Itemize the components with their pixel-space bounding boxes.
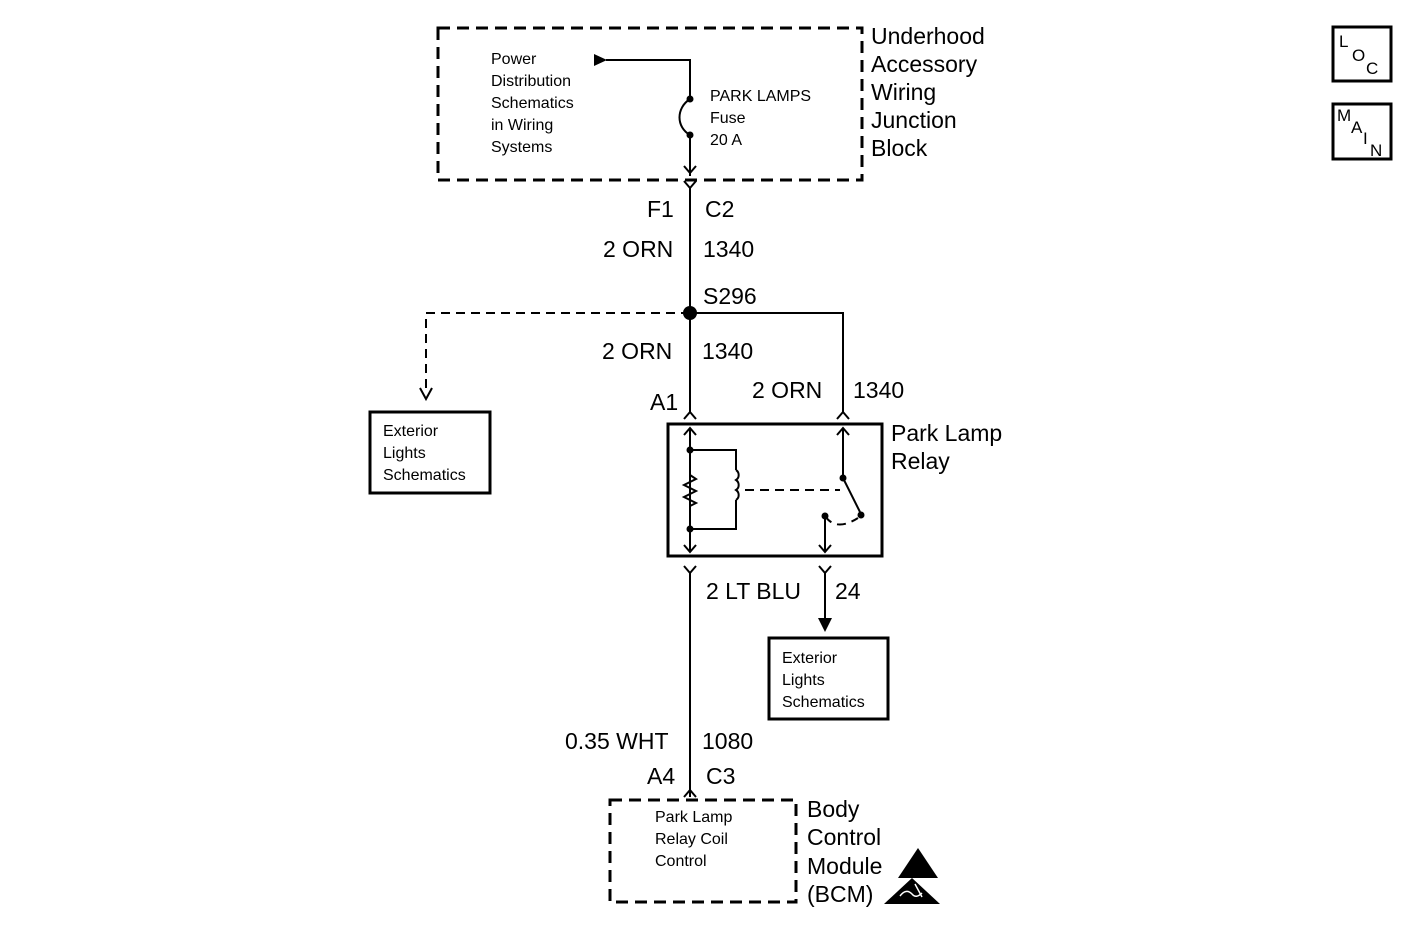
svg-text:Underhood: Underhood bbox=[871, 23, 985, 49]
coil-bottom-lead bbox=[690, 500, 737, 530]
svg-text:Accessory: Accessory bbox=[871, 51, 978, 77]
svg-text:Distribution: Distribution bbox=[491, 73, 571, 90]
svg-text:Exterior: Exterior bbox=[383, 423, 439, 440]
park-lamp-relay-box[interactable] bbox=[666, 422, 884, 558]
svg-text:Exterior: Exterior bbox=[782, 650, 838, 667]
exterior-lights-right-label[interactable]: Exterior Lights Schematics bbox=[782, 650, 865, 711]
relay-pin-a1-label: A1 bbox=[650, 389, 678, 415]
relay-switch-bottom-arrow-icon bbox=[818, 544, 832, 554]
svg-text:Schematics: Schematics bbox=[782, 694, 865, 711]
connector-bottom-icon bbox=[683, 788, 697, 798]
fuse-feed-wire bbox=[606, 59, 691, 98]
relay-coil-output-connector-icon bbox=[683, 565, 697, 575]
svg-text:Relay Coil: Relay Coil bbox=[655, 831, 728, 848]
svg-text:M: M bbox=[1337, 106, 1351, 125]
junction-block-outline bbox=[436, 26, 864, 182]
svg-text:Wiring: Wiring bbox=[871, 79, 936, 105]
park-lamp-relay-label: Park Lamp Relay bbox=[891, 420, 1002, 474]
svg-text:Block: Block bbox=[871, 135, 928, 161]
relay-switch-open-contact bbox=[857, 511, 865, 519]
loc-nav-icon[interactable]: L O C bbox=[1331, 25, 1393, 83]
svg-text:Junction: Junction bbox=[871, 107, 957, 133]
wire-right-circuit: 1340 bbox=[853, 377, 904, 403]
svg-text:Lights: Lights bbox=[383, 445, 426, 462]
relay-input-switch-connector-icon bbox=[836, 410, 850, 420]
bcm-outline[interactable] bbox=[608, 798, 798, 904]
connector-top-female-icon bbox=[683, 165, 697, 175]
wire-mid-circuit: 1340 bbox=[702, 338, 753, 364]
svg-text:(BCM): (BCM) bbox=[807, 881, 873, 907]
power-distribution-reference[interactable]: Power Distribution Schematics in Wiring … bbox=[491, 51, 574, 156]
resistor-icon bbox=[681, 474, 699, 507]
wire-output-circuit: 24 bbox=[835, 578, 861, 604]
branch-to-exterior-left bbox=[425, 312, 690, 392]
svg-text:A: A bbox=[1351, 118, 1363, 137]
connector-top-male-icon bbox=[683, 180, 697, 190]
svg-text:Schematics: Schematics bbox=[491, 95, 574, 112]
relay-coil-top-arrow-icon bbox=[683, 426, 697, 436]
relay-coil-icon bbox=[734, 469, 740, 501]
fuse-icon bbox=[678, 98, 691, 136]
svg-text:in Wiring: in Wiring bbox=[491, 117, 553, 134]
svg-text:20 A: 20 A bbox=[710, 132, 742, 149]
exterior-lights-left-label[interactable]: Exterior Lights Schematics bbox=[383, 423, 466, 484]
wire-bottom-gauge-color: 0.35 WHT bbox=[565, 728, 669, 754]
svg-text:Lights: Lights bbox=[782, 672, 825, 689]
svg-text:Body: Body bbox=[807, 796, 860, 822]
main-nav-icon[interactable]: M A I N bbox=[1331, 102, 1393, 161]
wire-right-gauge-color: 2 ORN bbox=[752, 377, 822, 403]
park-lamps-fuse-label: PARK LAMPS Fuse 20 A bbox=[710, 88, 811, 149]
coil-top-lead bbox=[690, 449, 737, 470]
svg-text:Fuse: Fuse bbox=[710, 110, 746, 127]
wire-top-circuit: 1340 bbox=[703, 236, 754, 262]
relay-switch-blade-icon bbox=[842, 477, 861, 513]
svg-text:O: O bbox=[1352, 46, 1365, 65]
svg-text:Park Lamp: Park Lamp bbox=[655, 809, 732, 826]
svg-text:I: I bbox=[1363, 129, 1368, 148]
wire-bottom-circuit: 1080 bbox=[702, 728, 753, 754]
relay-switch-travel bbox=[824, 515, 859, 526]
branch-left-arrow-icon bbox=[419, 387, 433, 402]
wire-mid-gauge-color: 2 ORN bbox=[602, 338, 672, 364]
svg-text:Control: Control bbox=[655, 853, 707, 870]
power-ref-arrow-icon bbox=[594, 54, 607, 66]
svg-text:Module: Module bbox=[807, 853, 882, 879]
connector-bottom-left-label: A4 bbox=[647, 763, 675, 789]
svg-text:Park Lamp: Park Lamp bbox=[891, 420, 1002, 446]
bcm-inner-label: Park Lamp Relay Coil Control bbox=[655, 809, 732, 870]
svg-text:N: N bbox=[1370, 141, 1382, 160]
svg-text:C: C bbox=[1366, 59, 1378, 78]
relay-coil-bottom-arrow-icon bbox=[683, 544, 697, 554]
wire-output-gauge-color: 2 LT BLU bbox=[706, 578, 801, 604]
wire-24-arrow-icon bbox=[818, 618, 832, 632]
esd-warning-icon bbox=[884, 848, 940, 904]
svg-text:Power: Power bbox=[491, 51, 537, 68]
svg-text:Control: Control bbox=[807, 824, 881, 850]
svg-text:Systems: Systems bbox=[491, 139, 552, 156]
relay-input-coil-connector-icon bbox=[683, 410, 697, 420]
wire-top-gauge-color: 2 ORN bbox=[603, 236, 673, 262]
connector-top-right-label: C2 bbox=[705, 196, 734, 222]
bcm-name: Body Control Module (BCM) bbox=[807, 796, 882, 907]
svg-text:Relay: Relay bbox=[891, 448, 950, 474]
relay-output-connector-icon bbox=[818, 565, 832, 575]
relay-switch-top-arrow-icon bbox=[836, 426, 850, 436]
svg-text:Schematics: Schematics bbox=[383, 467, 466, 484]
exterior-lights-left-box[interactable] bbox=[368, 410, 492, 495]
connector-top-left-label: F1 bbox=[647, 196, 674, 222]
splice-s296-label: S296 bbox=[703, 283, 757, 309]
branch-to-relay-switch bbox=[690, 312, 844, 412]
svg-text:L: L bbox=[1339, 32, 1348, 51]
svg-text:PARK LAMPS: PARK LAMPS bbox=[710, 88, 811, 105]
junction-block-name: Underhood Accessory Wiring Junction Bloc… bbox=[871, 23, 985, 161]
connector-bottom-right-label: C3 bbox=[706, 763, 735, 789]
exterior-lights-right-box[interactable] bbox=[767, 636, 890, 721]
